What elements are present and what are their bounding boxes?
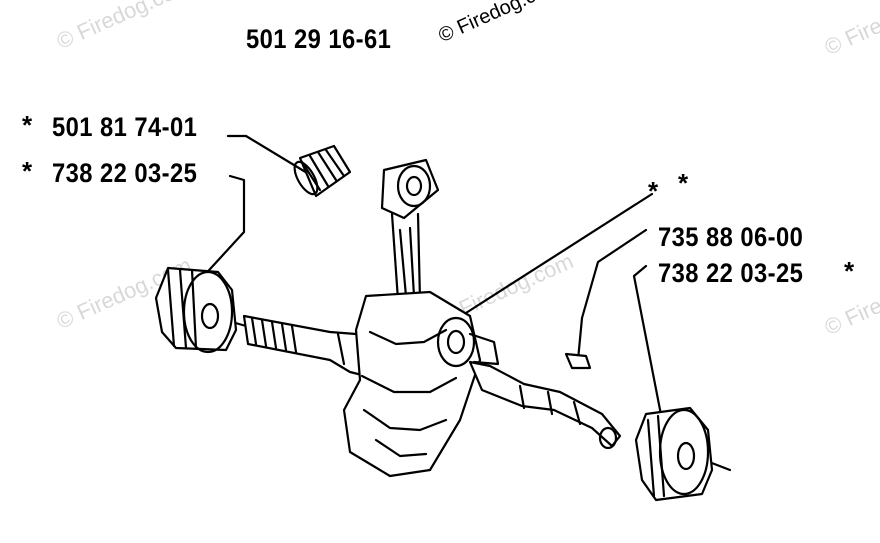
connecting-rod [380,158,440,302]
part-number-woodruff-key: 735 88 06-00 [658,222,804,252]
callout-marker-1: * [22,110,33,140]
leader-crank-pin [453,192,654,322]
leader-key [576,228,648,362]
pointer-marker-1: * [648,176,659,206]
right-shaft [468,360,622,450]
crank-web [342,290,500,478]
callout-marker-4: * [844,256,855,286]
callout-marker-2: * [22,156,33,186]
left-bearing [154,266,238,354]
part-number-needle-bearing: 501 81 74-01 [52,112,198,142]
part-number-right-bearing: 738 22 03-25 [658,258,804,288]
leader-needle-bearing [226,134,324,184]
right-bearing [634,406,714,502]
woodruff-key [564,352,592,370]
leader-right-bearing [632,264,664,422]
pointer-marker-2: * [678,168,689,198]
part-number-left-bearing: 738 22 03-25 [52,158,198,188]
needle-bearing [293,144,352,198]
leader-left-bearing [198,174,246,282]
assembly-part-number: 501 29 16-61 [246,24,392,54]
